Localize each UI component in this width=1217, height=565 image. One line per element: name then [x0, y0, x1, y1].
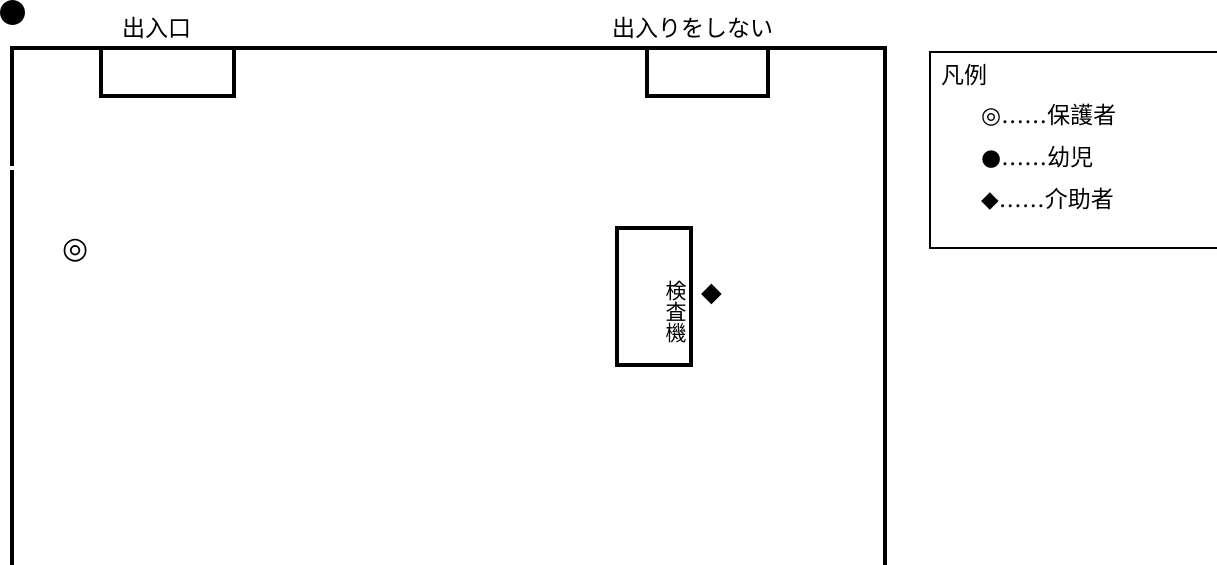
guardian-marker: ◎ [62, 231, 89, 266]
inspection-machine-label: 検査機 [663, 279, 687, 343]
legend-item-guardian: ◎……保護者 [981, 103, 1117, 129]
room-left-wall-upper [10, 46, 14, 166]
legend-box: 凡例 ◎……保護者 ●……幼児 ◆……介助者 [929, 51, 1217, 249]
inspection-machine: 検査機 [615, 226, 693, 367]
legend-title: 凡例 [941, 63, 987, 89]
entrance-door [99, 50, 236, 98]
legend-item-assistant: ◆……介助者 [981, 187, 1114, 213]
child-marker [0, 0, 25, 25]
room-left-wall-lower [10, 170, 14, 565]
no-entry-label: 出入りをしない [612, 16, 773, 42]
room-top-wall [10, 46, 887, 50]
room-right-wall [883, 46, 887, 565]
no-entry-door [645, 50, 770, 98]
entrance-label: 出入口 [122, 16, 191, 42]
assistant-marker: ◆ [701, 277, 722, 308]
legend-item-child: ●……幼児 [981, 145, 1094, 171]
